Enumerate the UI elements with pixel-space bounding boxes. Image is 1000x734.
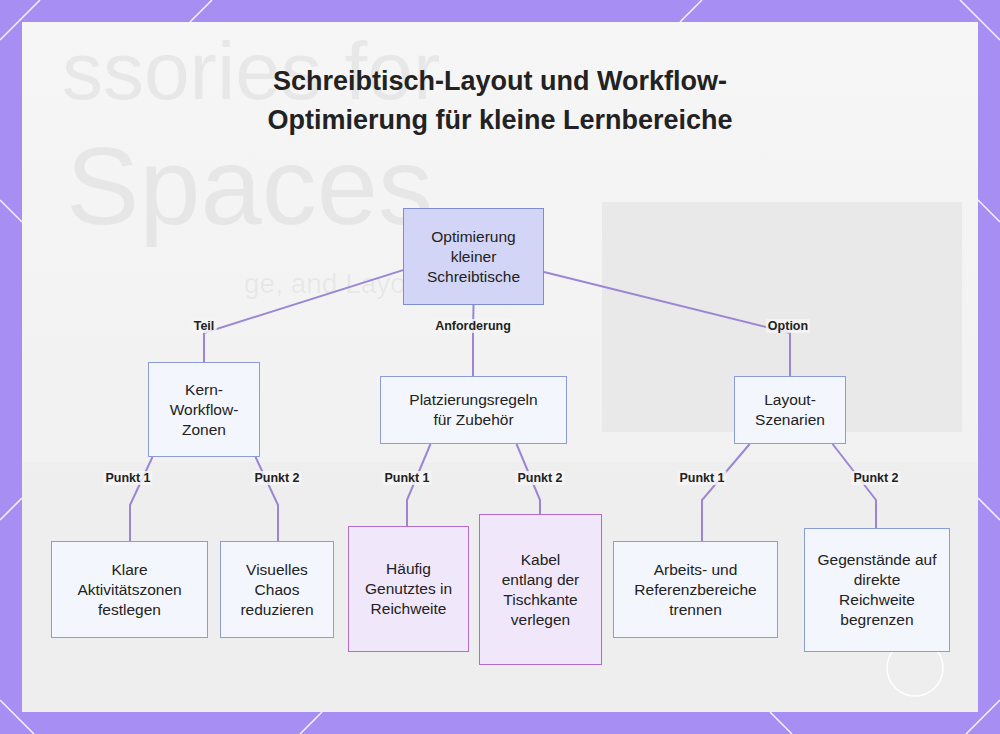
- box-text: Kabel entlang der Tischkante verlegen: [496, 550, 585, 630]
- connector-line: [407, 444, 430, 526]
- topic-box: Häufig Genutztes in Reichweite: [348, 526, 469, 652]
- box-text: Arbeits- und Referenzbereiche trennen: [632, 560, 759, 620]
- topic-box: Arbeits- und Referenzbereiche trennen: [613, 541, 778, 638]
- diagram-title: Schreibtisch-Layout und Workflow-Optimie…: [240, 62, 760, 140]
- box-text: Optimierung kleiner Schreibtische: [418, 227, 529, 287]
- topic-box: Kern-Workflow-Zonen: [148, 362, 260, 457]
- box-text: Platzierungsregeln für Zubehör: [399, 390, 548, 430]
- box-text: Gegenstände auf direkte Reichweite begre…: [815, 550, 939, 630]
- topic-box: Visuelles Chaos reduzieren: [220, 541, 334, 638]
- connector-line: [204, 270, 403, 362]
- topic-box: Layout-Szenarien: [734, 376, 846, 444]
- box-text: Häufig Genutztes in Reichweite: [363, 559, 454, 619]
- watermark-text: Spaces: [66, 122, 433, 249]
- edge-label: Punkt 2: [851, 471, 900, 485]
- connector-line: [544, 272, 790, 376]
- connector-line: [833, 444, 876, 528]
- topic-box: Klare Aktivitätszonen festlegen: [51, 541, 208, 638]
- connector-line: [256, 457, 278, 541]
- root-box: Optimierung kleiner Schreibtische: [403, 208, 544, 305]
- edge-label: Punkt 1: [103, 471, 152, 485]
- topic-box: Gegenstände auf direkte Reichweite begre…: [804, 528, 950, 652]
- connector-line: [130, 457, 152, 541]
- topic-box: Platzierungsregeln für Zubehör: [380, 376, 567, 444]
- box-text: Visuelles Chaos reduzieren: [233, 560, 321, 620]
- edge-label: Anforderung: [433, 319, 513, 333]
- edge-label: Punkt 1: [677, 471, 726, 485]
- box-text: Klare Aktivitätszonen festlegen: [66, 560, 193, 620]
- connector-line: [472, 305, 475, 376]
- edge-label: Teil: [192, 319, 217, 333]
- box-text: Layout-Szenarien: [747, 390, 833, 430]
- topic-box: Kabel entlang der Tischkante verlegen: [479, 514, 602, 665]
- box-text: Kern-Workflow-Zonen: [161, 380, 247, 440]
- edge-label: Punkt 2: [515, 471, 564, 485]
- watermark-text: ge, and Layo: [244, 268, 406, 300]
- edge-label: Punkt 2: [252, 471, 301, 485]
- edge-label: Punkt 1: [382, 471, 431, 485]
- connector-line: [702, 444, 750, 541]
- edge-label: Option: [766, 319, 810, 333]
